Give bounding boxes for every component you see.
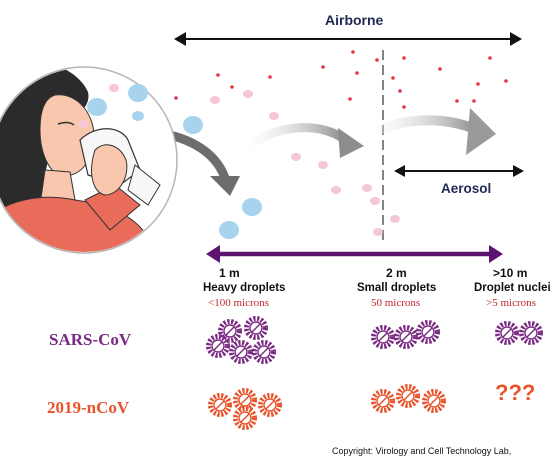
sars-cov-small-droplet-cluster xyxy=(374,323,438,347)
flow-arrows xyxy=(149,108,496,196)
droplet-nuclei-label: Droplet nuclei xyxy=(474,282,551,294)
small-droplets-label: Small droplets xyxy=(357,282,437,294)
sars-cov-heavy-droplet-cluster xyxy=(209,319,274,362)
ncov-heavy-droplet-cluster xyxy=(211,391,280,428)
heavy-droplets-label: Heavy droplets xyxy=(203,282,286,294)
airborne-arrow xyxy=(174,32,522,46)
distance-label-2m: 2 m xyxy=(386,266,407,280)
ncov-small-droplet-cluster xyxy=(374,387,444,411)
unknown-marker: ??? xyxy=(495,380,536,405)
aerosol-arrow xyxy=(394,165,524,177)
heavy-droplets-size: <100 microns xyxy=(208,297,269,309)
airborne-label: Airborne xyxy=(325,12,384,28)
pink-droplets xyxy=(78,84,400,236)
droplet-nuclei-size: >5 microns xyxy=(486,297,536,309)
distance-label-10m: >10 m xyxy=(493,266,528,280)
sars-cov-label: SARS-CoV xyxy=(49,330,132,349)
distance-label-1m: 1 m xyxy=(219,266,240,280)
red-aerosol-dots xyxy=(174,50,508,109)
blue-droplets xyxy=(87,84,262,239)
sars-cov-droplet-nuclei-cluster xyxy=(498,324,541,343)
diagram: Airborne Aerosol 1 m Heavy droplets <100… xyxy=(0,12,551,462)
distance-arrow xyxy=(206,245,503,263)
copyright-text: Copyright: Virology and Cell Technology … xyxy=(332,446,512,456)
ncov-label: 2019-nCoV xyxy=(47,398,130,417)
diagram-graphics xyxy=(0,32,534,462)
aerosol-label: Aerosol xyxy=(441,181,492,196)
small-droplets-size: 50 microns xyxy=(371,297,421,309)
sneezing-person-illustration xyxy=(0,66,178,254)
